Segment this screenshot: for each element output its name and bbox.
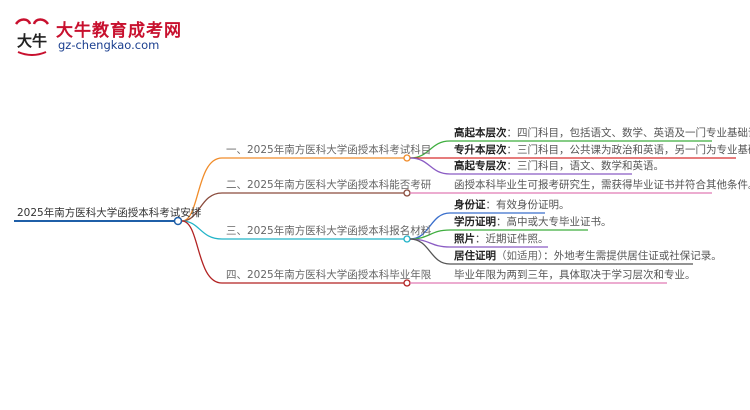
leaf-3-3[interactable]: 照片：近期证件照。 [454,232,549,246]
edge-branch-3 [181,220,405,240]
leaf-text: ：四门科目，包括语文、数学、英语及一门专业基础课。 [506,127,750,139]
leaf-3-4[interactable]: 居住证明（如适用）：外地考生需提供居住证或社保记录。 [454,249,722,263]
leaf-term: 居住证明 [454,250,496,262]
leaf-text: 函授本科毕业生可报考研究生，需获得毕业证书并符合其他条件。 [454,179,750,191]
logo-mark-text: 大牛 [17,32,47,50]
leaf-4-1[interactable]: 毕业年限为两到三年，具体取决于学习层次和专业。 [454,268,696,282]
edge-leaf-3-4 [409,238,693,265]
leaf-term: 高起本层次 [454,127,507,139]
leaf-term: 高起专层次 [454,160,507,172]
edge-branch-2 [181,192,405,222]
leaf-term: 身份证 [454,199,486,211]
leaf-1-1[interactable]: 高起本层次：四门科目，包括语文、数学、英语及一门专业基础课。 [454,126,750,140]
leaf-text: 毕业年限为两到三年，具体取决于学习层次和专业。 [454,269,696,281]
leaf-3-2[interactable]: 学历证明：高中或大专毕业证书。 [454,215,612,229]
leaf-text: ：外地考生需提供居住证或社保记录。 [543,250,722,262]
site-url: gz-chengkao.com [58,38,160,52]
leaf-2-1[interactable]: 函授本科毕业生可报考研究生，需获得毕业证书并符合其他条件。 [454,178,750,192]
mindmap-root[interactable]: 2025年南方医科大学函授本科考试安排 [17,207,202,219]
branch-4-label[interactable]: 四、2025年南方医科大学函授本科毕业年限 [226,269,432,281]
leaf-1-2[interactable]: 专升本层次：三门科目，公共课为政治和英语，另一门为专业基础课。 [454,143,750,157]
edge-branch-4 [181,220,405,284]
leaf-text: ：高中或大专毕业证书。 [496,216,612,228]
leaf-text: ：三门科目，公共课为政治和英语，另一门为专业基础课。 [506,144,750,156]
leaf-term: 专升本层次 [454,144,507,156]
site-logo[interactable]: 大牛 大牛教育成考网 gz-chengkao.com [10,14,210,58]
leaf-note: （如适用） [496,250,544,262]
leaf-text: ：三门科目，语文、数学和英语。 [506,160,665,172]
leaf-term: 照片 [454,233,475,245]
leaf-1-3[interactable]: 高起专层次：三门科目，语文、数学和英语。 [454,159,664,173]
edge-branch-1 [181,157,405,222]
root-node [173,216,183,226]
edge-leaf-1-3 [409,157,632,175]
site-name: 大牛教育成考网 [56,21,182,41]
leaf-3-1[interactable]: 身份证：有效身份证明。 [454,198,570,212]
leaf-term: 学历证明 [454,216,496,228]
leaf-text: ：近期证件照。 [475,233,549,245]
branch-3-label[interactable]: 三、2025年南方医科大学函授本科报名材料 [226,225,432,237]
bull-logo-icon: 大牛 [14,18,50,56]
branch-1-label[interactable]: 一、2025年南方医科大学函授本科考试科目 [226,144,432,156]
leaf-text: ：有效身份证明。 [485,199,570,211]
branch-2-label[interactable]: 二、2025年南方医科大学函授本科能否考研 [226,179,432,191]
